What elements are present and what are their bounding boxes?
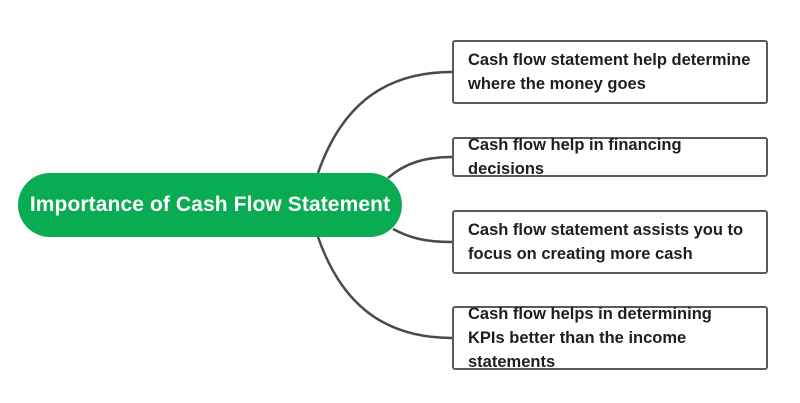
branch-node-label: Cash flow statement help determine where… bbox=[468, 51, 751, 93]
branch-node-creating-cash[interactable]: Cash flow statement assists you to focus… bbox=[452, 210, 768, 274]
branch-node-label: Cash flow help in financing decisions bbox=[468, 136, 682, 178]
connector-branch-1 bbox=[316, 70, 453, 174]
branch-node-label: Cash flow helps in determining KPIs bett… bbox=[468, 305, 712, 371]
branch-node-money-goes[interactable]: Cash flow statement help determine where… bbox=[452, 40, 768, 104]
branch-node-label: Cash flow statement assists you to focus… bbox=[468, 221, 744, 263]
connector-branch-2 bbox=[387, 155, 453, 179]
connector-branch-3 bbox=[392, 227, 453, 244]
branch-node-kpis[interactable]: Cash flow helps in determining KPIs bett… bbox=[452, 305, 768, 371]
branch-node-financing-decisions[interactable]: Cash flow help in financing decisions bbox=[452, 136, 768, 178]
central-topic[interactable]: Importance of Cash Flow Statement bbox=[18, 173, 402, 237]
central-topic-label: Importance of Cash Flow Statement bbox=[29, 193, 391, 216]
connector-branch-4 bbox=[316, 236, 453, 340]
